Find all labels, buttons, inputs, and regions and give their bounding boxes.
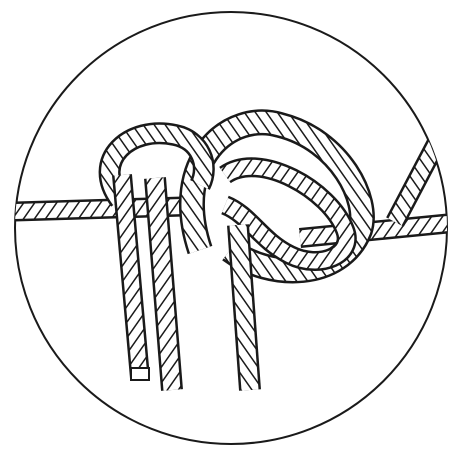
rope-end-whipping: [131, 368, 149, 380]
horizontal-rope-left: [0, 206, 200, 212]
hanging-strand-3: [238, 225, 250, 390]
